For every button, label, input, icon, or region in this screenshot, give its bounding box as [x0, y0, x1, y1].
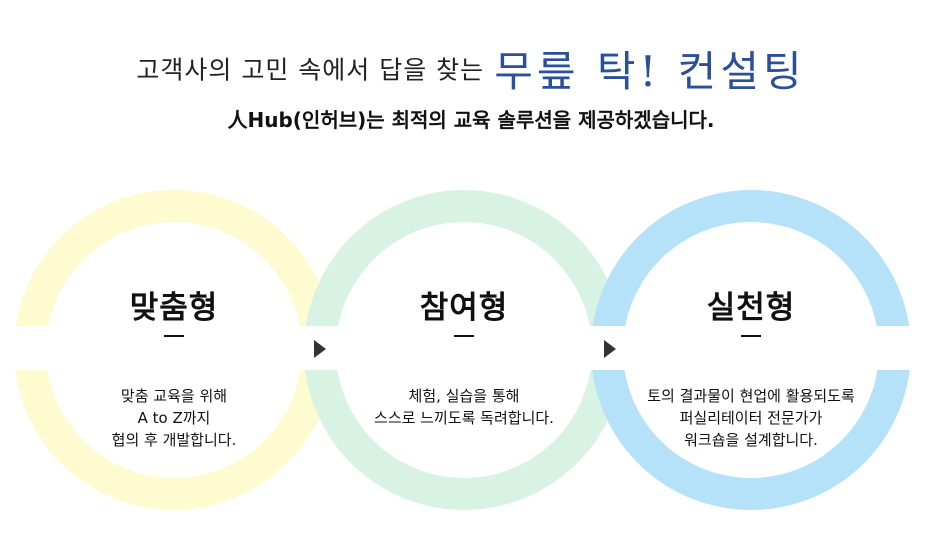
headline-lead: 고객사의 고민 속에서 답을 찾는 [136, 55, 485, 85]
title-divider [454, 335, 474, 337]
card-customized: 맞춤형 맞춤 교육을 위해 A to Z까지 협의 후 개발합니다. [14, 190, 334, 510]
headline: 고객사의 고민 속에서 답을 찾는 무릎 탁! 컨설팅 [0, 38, 942, 99]
card-description: 체험, 실습을 통해 스스로 느끼도록 독려합니다. [304, 385, 624, 429]
desc-line: 워크숍을 설계합니다. [684, 431, 818, 449]
desc-line: 협의 후 개발합니다. [111, 431, 237, 449]
ring-gap-band [0, 326, 942, 370]
desc-line: 체험, 실습을 통해 [408, 387, 520, 405]
desc-line: 토의 결과물이 현업에 활용되도록 [647, 387, 855, 405]
headline-accent: 무릎 탁! 컨설팅 [494, 47, 806, 96]
desc-line: A to Z까지 [137, 409, 211, 427]
card-title: 참여형 [419, 290, 509, 326]
title-divider [164, 335, 184, 337]
card-description: 토의 결과물이 현업에 활용되도록 퍼실리테이터 전문가가 워크숍을 설계합니다… [591, 385, 911, 451]
card-title: 실천형 [706, 290, 796, 326]
card-participatory: 참여형 체험, 실습을 통해 스스로 느끼도록 독려합니다. [304, 190, 624, 510]
desc-line: 퍼실리테이터 전문가가 [679, 409, 823, 427]
card-practical: 실천형 토의 결과물이 현업에 활용되도록 퍼실리테이터 전문가가 워크숍을 설… [591, 190, 911, 510]
card-description: 맞춤 교육을 위해 A to Z까지 협의 후 개발합니다. [14, 385, 334, 451]
arrow-right-icon [314, 340, 326, 358]
title-divider [741, 335, 761, 337]
arrow-right-icon [604, 340, 616, 358]
desc-line: 맞춤 교육을 위해 [120, 387, 228, 405]
card-title: 맞춤형 [129, 290, 219, 326]
subtitle: 人Hub(인허브)는 최적의 교육 솔루션을 제공하겠습니다. [227, 108, 715, 132]
desc-line: 스스로 느끼도록 독려합니다. [374, 409, 554, 427]
